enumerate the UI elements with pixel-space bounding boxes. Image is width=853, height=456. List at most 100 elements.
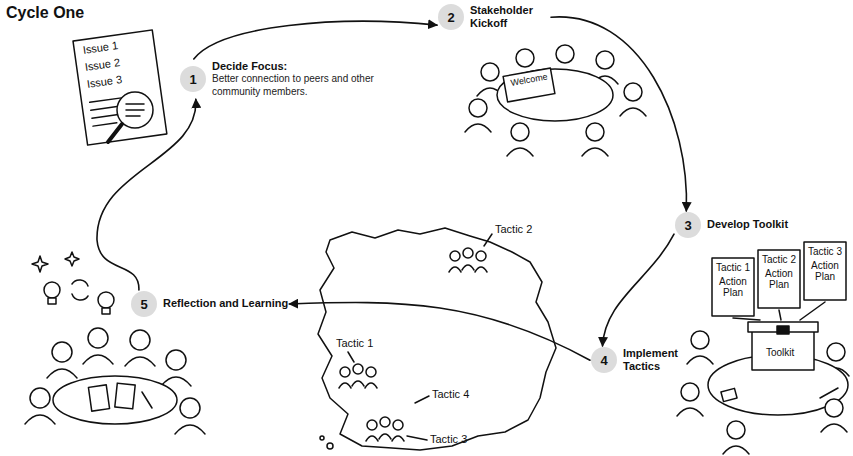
region-map-part-part: [449, 267, 461, 272]
region-map-part: [348, 352, 354, 362]
region-map: [318, 228, 556, 450]
reflection-table: [25, 252, 205, 434]
step-number: 4: [591, 347, 617, 373]
reflection-table-part: [166, 350, 186, 370]
step-heading: Decide Focus:: [212, 60, 377, 73]
region-map-part: [320, 436, 324, 440]
issue-document-part-part: [91, 106, 121, 110]
reflection-table-part: [25, 415, 55, 424]
region-map-part-part: [462, 265, 474, 270]
step-number: 1: [180, 66, 206, 92]
step-node: 5 Reflection and Learning: [131, 291, 288, 317]
step-description: Better connection to peers and other com…: [212, 73, 377, 98]
region-map-part-part: [393, 420, 403, 430]
step-heading: Implement Tactics: [623, 347, 687, 373]
meeting-table-part: [596, 51, 614, 69]
tactic-sheet-title: Tactic 2: [759, 254, 799, 265]
tactic-sheet-title: Tactic 1: [713, 262, 753, 273]
region-map-part: [327, 443, 333, 449]
reflection-table-part: [180, 398, 200, 418]
reflection-table-part: [30, 388, 50, 408]
step-number: 5: [131, 291, 157, 317]
step-node: 2Stakeholder Kickoff: [438, 4, 550, 30]
region-map-part-part: [365, 383, 377, 388]
issue-document-part: [73, 30, 167, 145]
cycle-arrow: [289, 303, 590, 361]
meeting-table-part: [586, 123, 604, 141]
reflection-table-part: [88, 328, 108, 348]
meeting-table-part: [556, 45, 574, 63]
meeting-table-part: [465, 124, 491, 132]
toolkit-table-part: [825, 399, 843, 417]
reflection-table-part: [115, 383, 135, 409]
tactic-sheet-title: Tactic 3: [805, 246, 845, 257]
toolkit-table-part: [804, 242, 846, 300]
cycle-arrow: [603, 234, 675, 346]
region-map-part-part: [392, 436, 404, 441]
cycle-arrow: [97, 99, 196, 290]
toolkit-table-part: [727, 421, 745, 439]
toolkit-table-part: [779, 310, 781, 320]
reflection-table-part: [47, 369, 77, 378]
reflection-table-part: [72, 294, 88, 300]
cycle-arrow: [194, 21, 437, 59]
reflection-table-part: [65, 252, 79, 266]
issue-document-part: [126, 103, 144, 105]
reflection-table-part: [142, 392, 152, 408]
step-text: Implement Tactics: [623, 347, 687, 373]
reflection-table-part: [52, 342, 72, 362]
toolkit-table-part: [827, 343, 845, 361]
region-map-part-part: [476, 251, 486, 261]
step-node: 4Implement Tactics: [591, 347, 687, 373]
meeting-table-part: [620, 108, 646, 116]
step-node: 1Decide Focus:Better connection to peers…: [180, 60, 377, 98]
region-map-part-part: [475, 267, 487, 272]
meeting-table-part: [503, 68, 555, 102]
region-map-part: [415, 396, 429, 403]
step-text: Decide Focus:Better connection to peers …: [212, 60, 377, 98]
region-map-part-part: [463, 248, 473, 258]
reflection-table-part: [83, 355, 113, 364]
region-map-part-part: [353, 364, 363, 374]
reflection-table-part: [32, 256, 48, 272]
reflection-table-part: [48, 298, 56, 304]
reflection-table-part: [175, 425, 205, 434]
meeting-table: [465, 45, 646, 156]
reflection-table-part: [44, 282, 60, 298]
meeting-table-part: [507, 148, 533, 156]
reflection-table-part: [88, 385, 109, 411]
region-map-part-part: [379, 434, 391, 439]
toolkit-table: [677, 242, 849, 454]
toolkit-box-label: Toolkit: [766, 347, 794, 358]
region-map-part-part: [366, 367, 376, 377]
tactic-callout: Tactic 1: [336, 337, 373, 349]
toolkit-table-part: [687, 356, 713, 364]
tactic-callout: Tactic 2: [495, 223, 532, 235]
meeting-table-part: [511, 123, 529, 141]
action-plan-text: Action Plan: [805, 260, 845, 282]
region-map-part: [484, 234, 492, 246]
toolkit-table-part: [723, 446, 749, 454]
step-text: Develop Toolkit: [707, 218, 788, 231]
reflection-table-part: [98, 292, 114, 308]
region-map-part-part: [366, 436, 378, 441]
reflection-table-part: [72, 280, 88, 286]
toolkit-table-part: [721, 388, 737, 401]
region-map-part: [407, 436, 427, 440]
toolkit-table-part: [691, 331, 709, 349]
reflection-table-part: [130, 330, 150, 350]
region-map-part-part: [339, 383, 351, 388]
step-number: 2: [438, 4, 464, 30]
toolkit-table-part: [800, 302, 825, 320]
toolkit-table-part: [821, 424, 847, 432]
issue-document-part: [126, 109, 144, 111]
toolkit-table-part: [681, 383, 699, 401]
region-map-part-part: [380, 417, 390, 427]
step-heading: Develop Toolkit: [707, 218, 788, 231]
step-number: 3: [675, 212, 701, 238]
step-heading: Stakeholder Kickoff: [470, 4, 550, 30]
step-text: Reflection and Learning: [163, 297, 288, 310]
issue-document-part: [126, 115, 140, 117]
toolkit-table-part: [758, 250, 800, 308]
meeting-table-part: [469, 99, 487, 117]
